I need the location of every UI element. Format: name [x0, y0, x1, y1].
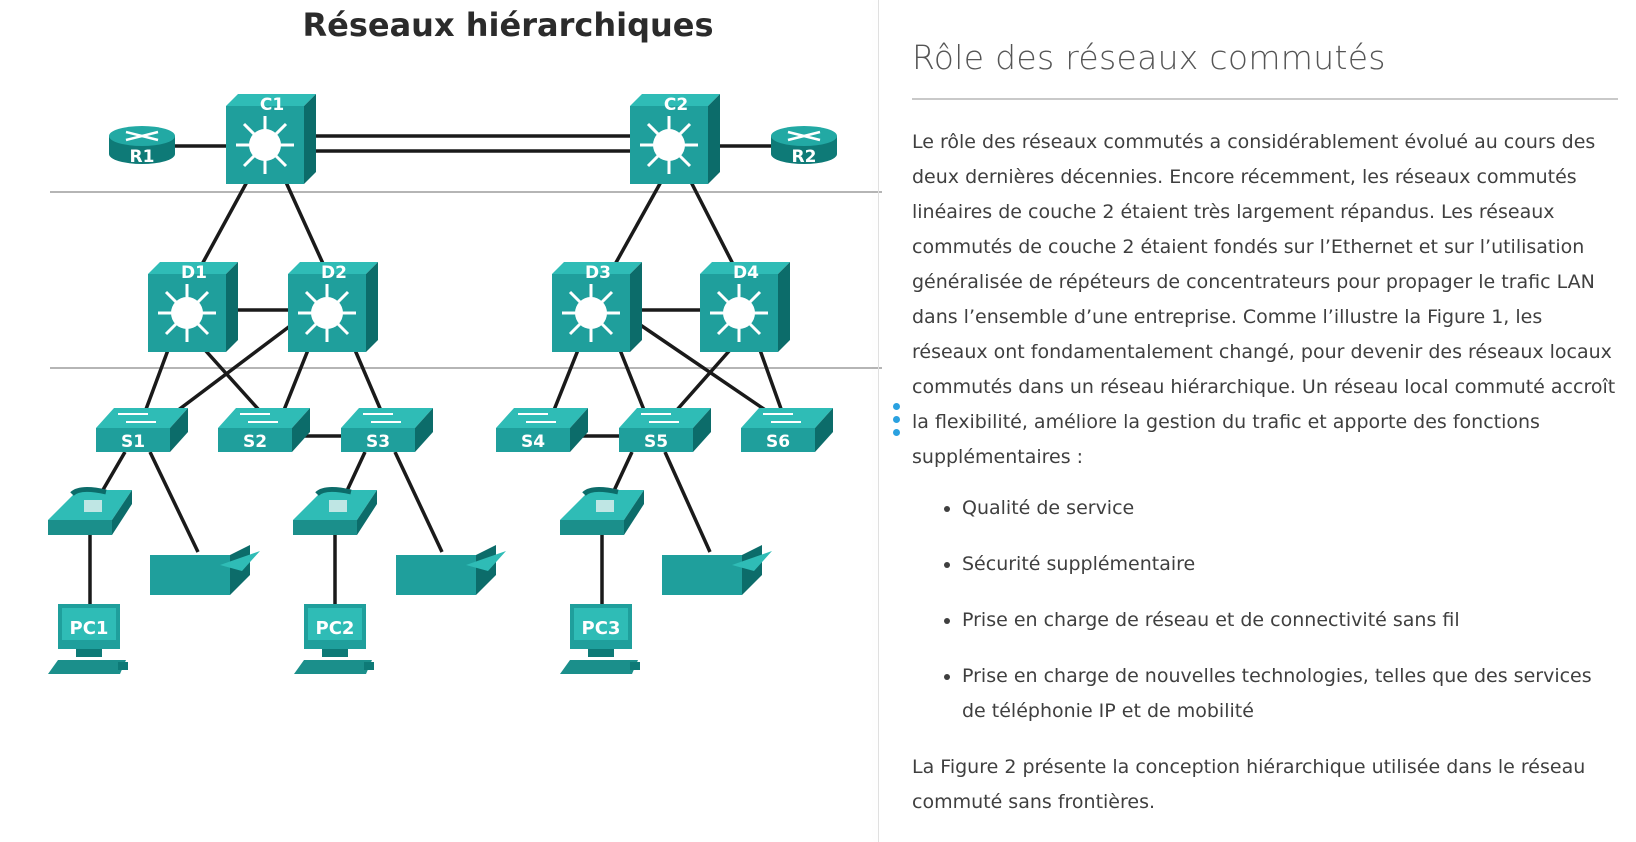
pc-pc2: PC2 [294, 604, 374, 674]
section-heading: Rôle des réseaux commutés [912, 38, 1386, 77]
pc-pc3: PC3 [560, 604, 640, 674]
access-switch-s5: S5 [618, 407, 712, 453]
network-links [88, 134, 787, 604]
pane-resize-handle[interactable] [893, 403, 901, 441]
list-item: Qualité de service [962, 491, 1620, 526]
svg-text:S4: S4 [521, 432, 545, 452]
list-item: Prise en charge de nouvelles technologie… [962, 659, 1620, 729]
svg-text:PC1: PC1 [70, 618, 109, 639]
distribution-switch-d2: D2 [286, 260, 380, 354]
figure-pane: C1 C2 R1 R2 D1 D2 D3 D4 S1 S2 S3 S4 S5 S… [0, 92, 882, 674]
access-switch-s2: S2 [217, 407, 311, 453]
grip-dot-icon [893, 403, 900, 410]
ip-phone-icon [48, 489, 132, 535]
grip-dot-icon [893, 429, 900, 436]
grip-dot-icon [893, 416, 900, 423]
ip-phone-icon [560, 489, 644, 535]
ip-phone-icon [293, 489, 377, 535]
svg-text:S1: S1 [121, 432, 145, 452]
access-switch-s1: S1 [95, 407, 189, 453]
pc-pc1: PC1 [48, 604, 128, 674]
feature-list: Qualité de service Sécurité supplémentai… [912, 491, 1620, 729]
svg-text:S6: S6 [766, 432, 790, 452]
layer-separator-lines [50, 191, 882, 369]
svg-text:C1: C1 [260, 95, 284, 115]
printer-icon [396, 545, 506, 595]
hierarchical-network-diagram: C1 C2 R1 R2 D1 D2 D3 D4 S1 S2 S3 S4 S5 S… [0, 92, 882, 674]
printer-icon [662, 545, 772, 595]
router-r1: R1 [107, 124, 177, 167]
svg-text:S5: S5 [644, 432, 668, 452]
svg-text:S2: S2 [243, 432, 267, 452]
svg-text:PC2: PC2 [316, 618, 355, 639]
distribution-switch-d1: D1 [146, 260, 240, 354]
intro-paragraph: Le rôle des réseaux commutés a considéra… [912, 131, 1616, 468]
closing-paragraph: La Figure 2 présente la conception hiéra… [912, 756, 1586, 813]
svg-text:S3: S3 [366, 432, 390, 452]
svg-text:PC3: PC3 [582, 618, 621, 639]
access-switch-s3: S3 [340, 407, 434, 453]
svg-text:R1: R1 [130, 147, 155, 167]
article-pane: Rôle des réseaux commutés Le rôle des ré… [912, 0, 1620, 842]
figure-title: Réseaux hiérarchiques [302, 6, 714, 44]
list-item: Sécurité supplémentaire [962, 547, 1620, 582]
svg-text:R2: R2 [792, 147, 817, 167]
pane-divider [878, 0, 879, 842]
svg-text:D1: D1 [181, 263, 207, 283]
distribution-switch-d3: D3 [550, 260, 644, 354]
printer-icon [150, 545, 260, 595]
access-switch-s6: S6 [740, 407, 834, 453]
access-switch-s4: S4 [495, 407, 589, 453]
heading-divider [912, 98, 1618, 100]
list-item: Prise en charge de réseau et de connecti… [962, 603, 1620, 638]
core-switch-c1: C1 [224, 92, 318, 186]
distribution-switch-d4: D4 [698, 260, 792, 354]
svg-text:C2: C2 [664, 95, 688, 115]
svg-text:D4: D4 [733, 263, 759, 283]
router-r2: R2 [769, 124, 839, 167]
svg-text:D2: D2 [321, 263, 347, 283]
core-switch-c2: C2 [628, 92, 722, 186]
svg-text:D3: D3 [585, 263, 611, 283]
